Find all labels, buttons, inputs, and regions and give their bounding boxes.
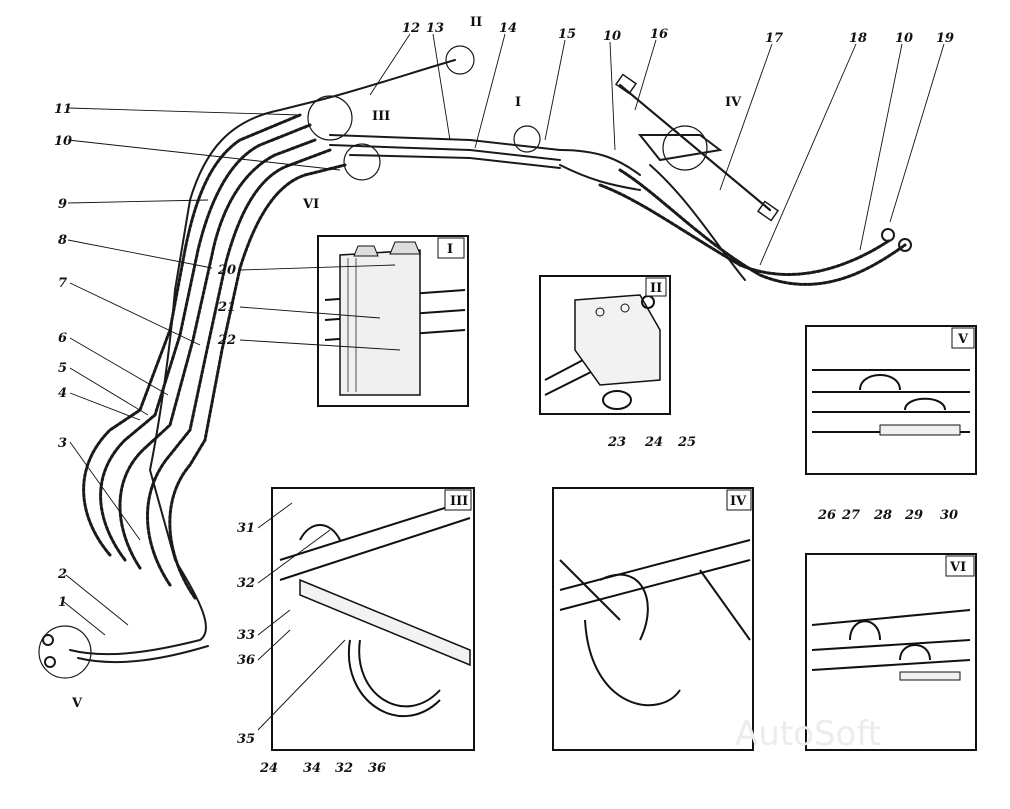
- inset-title-I: I: [447, 242, 453, 257]
- inset-V: [805, 325, 977, 475]
- inset-title-II: II: [650, 281, 662, 296]
- callout-II: II: [470, 15, 482, 30]
- part-label-22: 22: [217, 333, 236, 348]
- part-label-9: 9: [58, 197, 67, 212]
- callout-IV: IV: [725, 95, 742, 110]
- inset-VI: [805, 553, 977, 751]
- part-label-10c: 10: [895, 31, 913, 46]
- part-label-30: 30: [940, 508, 958, 523]
- part-label-34: 34: [303, 761, 321, 776]
- part-label-31: 31: [237, 521, 255, 536]
- inset-III: [271, 487, 475, 751]
- part-label-18: 18: [849, 31, 867, 46]
- part-label-8: 8: [58, 233, 67, 248]
- inset-title-VI: VI: [949, 560, 966, 575]
- part-label-13: 13: [426, 21, 444, 36]
- part-label-5: 5: [58, 361, 67, 376]
- callout-V: V: [71, 696, 83, 711]
- inset-title-IV: IV: [730, 494, 747, 509]
- part-label-32b: 32: [335, 761, 353, 776]
- watermark: AutoSoft: [735, 714, 881, 754]
- part-label-28: 28: [873, 508, 892, 523]
- part-label-14: 14: [499, 21, 517, 36]
- part-label-32: 32: [237, 576, 255, 591]
- part-label-12: 12: [402, 21, 420, 36]
- part-label-6: 6: [58, 331, 67, 346]
- leader-lines: [63, 33, 945, 731]
- callout-numerals: I II III IV V VI: [71, 15, 742, 711]
- part-labels: 1 2 3 4 5 6 7 8 9 10 11 12 13 14 15 10 1…: [54, 21, 958, 776]
- inset-title-V: V: [957, 332, 969, 347]
- inset-titles: I II III IV V VI: [447, 242, 969, 575]
- pipe-bundle: [38, 45, 912, 679]
- part-label-10a: 10: [54, 134, 72, 149]
- part-label-21: 21: [217, 300, 236, 315]
- part-label-35: 35: [237, 732, 255, 747]
- part-label-20: 20: [217, 263, 236, 278]
- part-label-29: 29: [904, 508, 923, 523]
- part-label-15: 15: [558, 27, 576, 42]
- part-label-27: 27: [841, 508, 860, 523]
- part-label-19: 19: [936, 31, 954, 46]
- part-label-24b: 24: [259, 761, 278, 776]
- part-label-36: 36: [237, 653, 255, 668]
- part-label-24: 24: [644, 435, 663, 450]
- inset-I: [317, 235, 469, 407]
- inset-title-III: III: [450, 494, 468, 509]
- part-label-36b: 36: [368, 761, 386, 776]
- part-label-26: 26: [817, 508, 836, 523]
- part-label-2: 2: [57, 567, 67, 582]
- part-label-10b: 10: [603, 29, 621, 44]
- callout-III: III: [372, 109, 390, 124]
- part-label-25: 25: [677, 435, 696, 450]
- part-label-3: 3: [58, 436, 67, 451]
- inset-IV: [552, 487, 754, 751]
- inset-II: [539, 275, 671, 415]
- part-label-17: 17: [765, 31, 783, 46]
- part-label-1: 1: [58, 595, 67, 610]
- part-label-23: 23: [607, 435, 626, 450]
- part-label-11: 11: [54, 102, 72, 117]
- part-label-33: 33: [237, 628, 255, 643]
- part-label-7: 7: [58, 276, 67, 291]
- part-label-4: 4: [58, 386, 67, 401]
- callout-VI: VI: [302, 197, 319, 212]
- callout-I: I: [515, 95, 521, 110]
- part-label-16: 16: [650, 27, 668, 42]
